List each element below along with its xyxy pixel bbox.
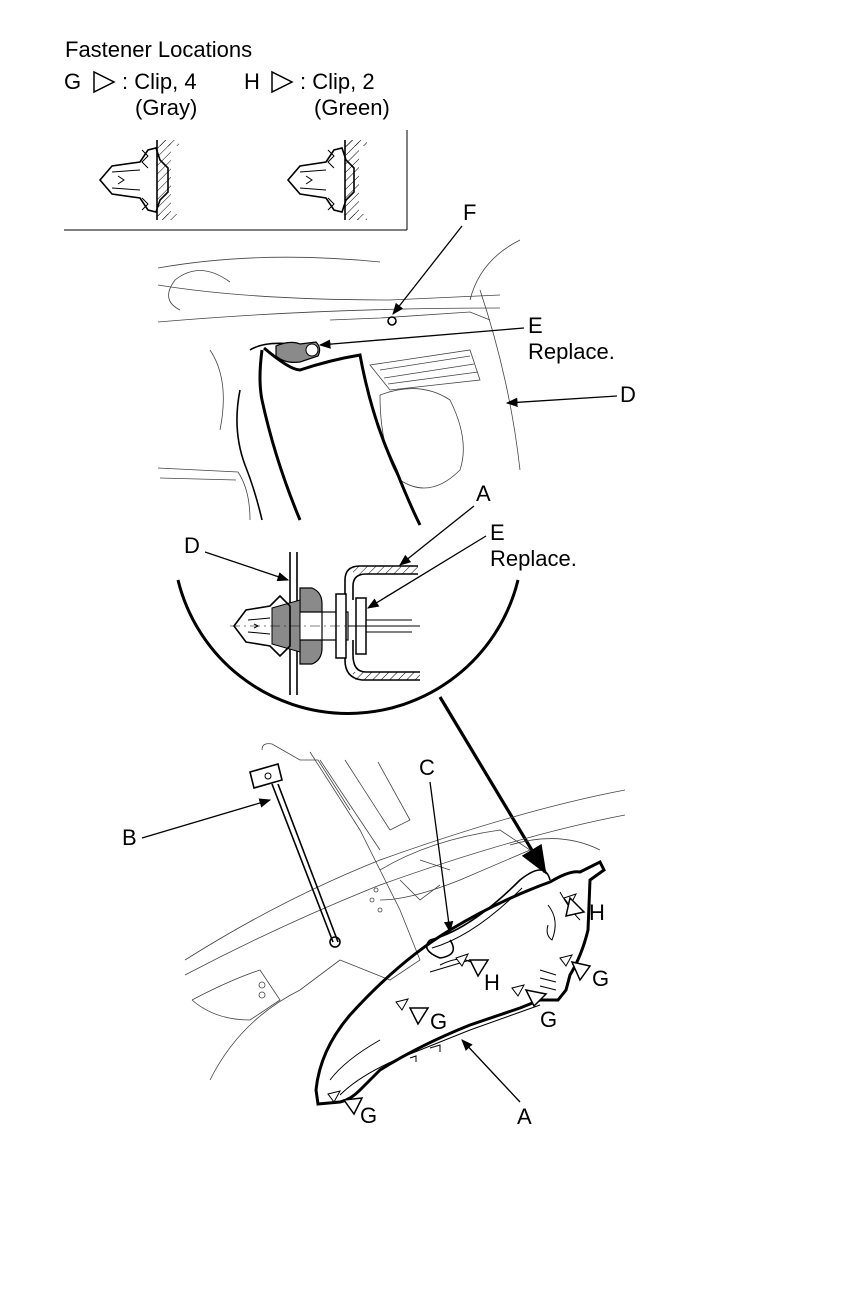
detail-circle-outline	[176, 579, 520, 715]
part-b-rod	[249, 763, 339, 943]
callout-e-top-note: Replace.	[528, 339, 615, 364]
leader-b	[141, 798, 272, 839]
g-right-triangle-icon	[570, 960, 592, 982]
leader-e-mid	[367, 535, 487, 609]
clip-e-top	[275, 341, 321, 363]
clip-mark-g-right	[559, 954, 573, 967]
legend-title: Fastener Locations	[65, 37, 252, 62]
callout-e-mid-note: Replace.	[490, 546, 577, 571]
callout-d-top: D	[620, 382, 636, 407]
leader-a-mid	[399, 505, 475, 566]
g-mid-left-triangle-icon	[408, 1007, 430, 1026]
h-triangle-icon	[271, 70, 294, 94]
part-a-trim-panel	[314, 859, 606, 1106]
legend-h-letter: H	[244, 69, 260, 94]
callout-g-bottom: G	[360, 1103, 377, 1128]
clip-h-diagram	[286, 140, 367, 220]
callout-e-top: E	[528, 313, 543, 338]
callout-a-bottom: A	[517, 1104, 532, 1129]
callout-f: F	[463, 200, 476, 225]
detail-link-line	[438, 696, 547, 875]
g-triangle-icon	[93, 70, 116, 94]
h-upper-triangle-icon	[565, 896, 586, 917]
callout-g-mid-left: G	[430, 1009, 447, 1034]
h-lower-triangle-icon	[468, 959, 490, 978]
magnified-detail	[176, 552, 520, 715]
callout-d-mid: D	[184, 533, 200, 558]
pillar-top-view	[157, 239, 521, 526]
trim-assembly-view	[184, 743, 626, 1106]
callout-h-upper: H	[589, 900, 605, 925]
hole-f	[387, 316, 397, 326]
g-mid-right-triangle-icon	[524, 988, 548, 1008]
leader-c	[429, 781, 454, 934]
callout-a-mid: A	[476, 481, 491, 506]
clip-g-diagram	[98, 140, 179, 220]
callout-c: C	[419, 755, 435, 780]
leader-e-top	[318, 327, 525, 349]
clip-mark-h-lower	[455, 953, 469, 967]
callout-b: B	[122, 825, 137, 850]
fastener-legend: Fastener Locations G : Clip, 4 (Gray) H …	[64, 37, 408, 231]
legend-h-color: (Green)	[314, 95, 390, 120]
g-bottom-triangle-icon	[342, 1097, 364, 1116]
clip-mark-g-mid-right	[511, 984, 525, 997]
callout-g-mid-right: G	[540, 1007, 557, 1032]
leader-d-mid	[204, 551, 290, 582]
legend-g-text: : Clip, 4	[122, 69, 197, 94]
legend-g-color: (Gray)	[135, 95, 197, 120]
leader-a-bottom	[461, 1039, 521, 1103]
clip-mark-g-mid-left	[395, 998, 409, 1011]
callout-e-mid: E	[490, 520, 505, 545]
clip-mark-g-bottom	[327, 1090, 341, 1103]
legend-g-letter: G	[64, 69, 81, 94]
callout-h-lower: H	[484, 970, 500, 995]
callout-g-right: G	[592, 966, 609, 991]
leader-f	[392, 225, 463, 315]
legend-h-text: : Clip, 2	[300, 69, 375, 94]
leader-d-top	[505, 395, 618, 408]
